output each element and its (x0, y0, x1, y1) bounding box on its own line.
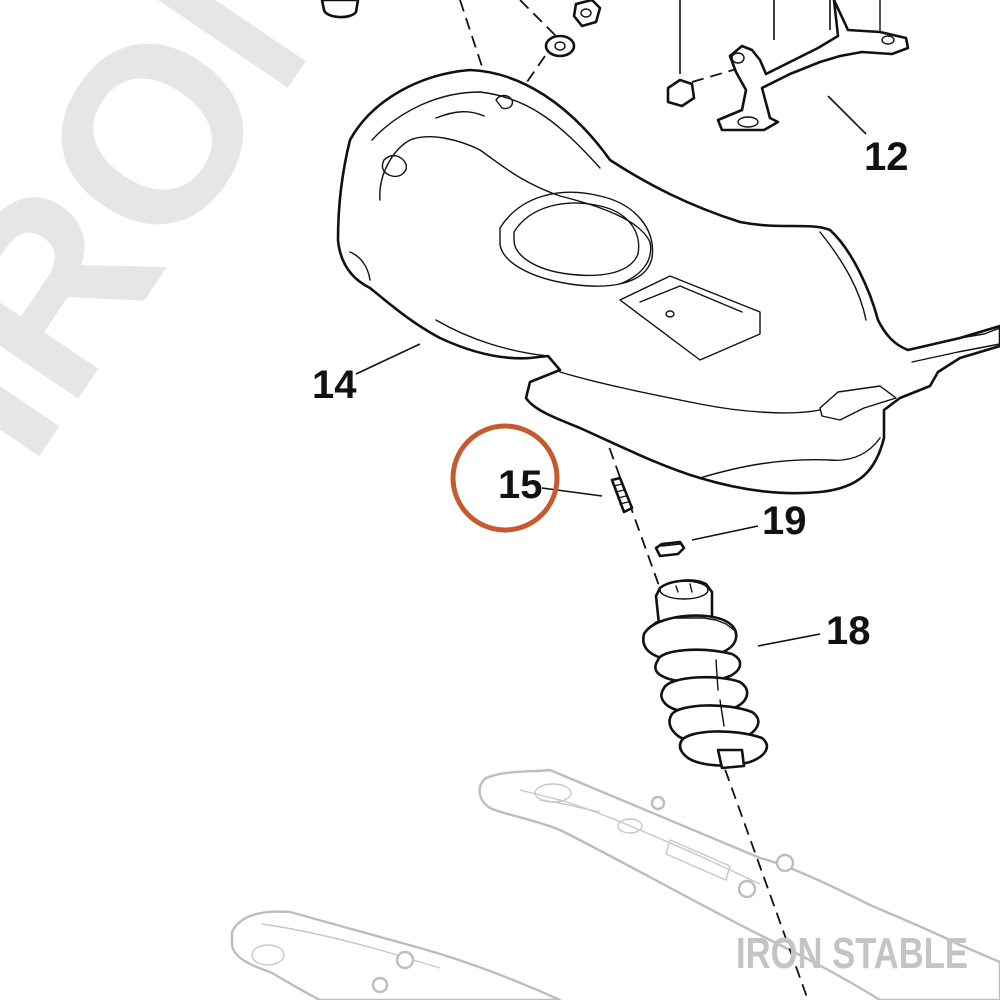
callout-19: 19 (762, 499, 807, 543)
callout-12: 12 (864, 135, 909, 179)
assembly-axis-lower (602, 429, 809, 1000)
bracket-part-12 (666, 0, 910, 132)
frame-rail-upper (478, 768, 1000, 1000)
shock-part-18 (642, 579, 769, 770)
leader-12 (827, 95, 867, 135)
watermark-footer: IRON STABLE (736, 929, 968, 978)
callout-14: 14 (312, 363, 357, 407)
leader-15 (541, 487, 603, 497)
frame-rail-lower (230, 910, 562, 1000)
top-hardware (320, 0, 602, 93)
leader-19 (691, 525, 759, 541)
leader-18 (757, 633, 821, 647)
leader-14 (355, 343, 421, 375)
highlight-ring-15 (450, 423, 560, 533)
callout-18: 18 (826, 609, 871, 653)
cover-part-14 (336, 68, 1000, 495)
pin-part-19 (654, 540, 686, 558)
set-screw-part-15 (610, 476, 634, 514)
callout-15: 15 (498, 463, 543, 507)
